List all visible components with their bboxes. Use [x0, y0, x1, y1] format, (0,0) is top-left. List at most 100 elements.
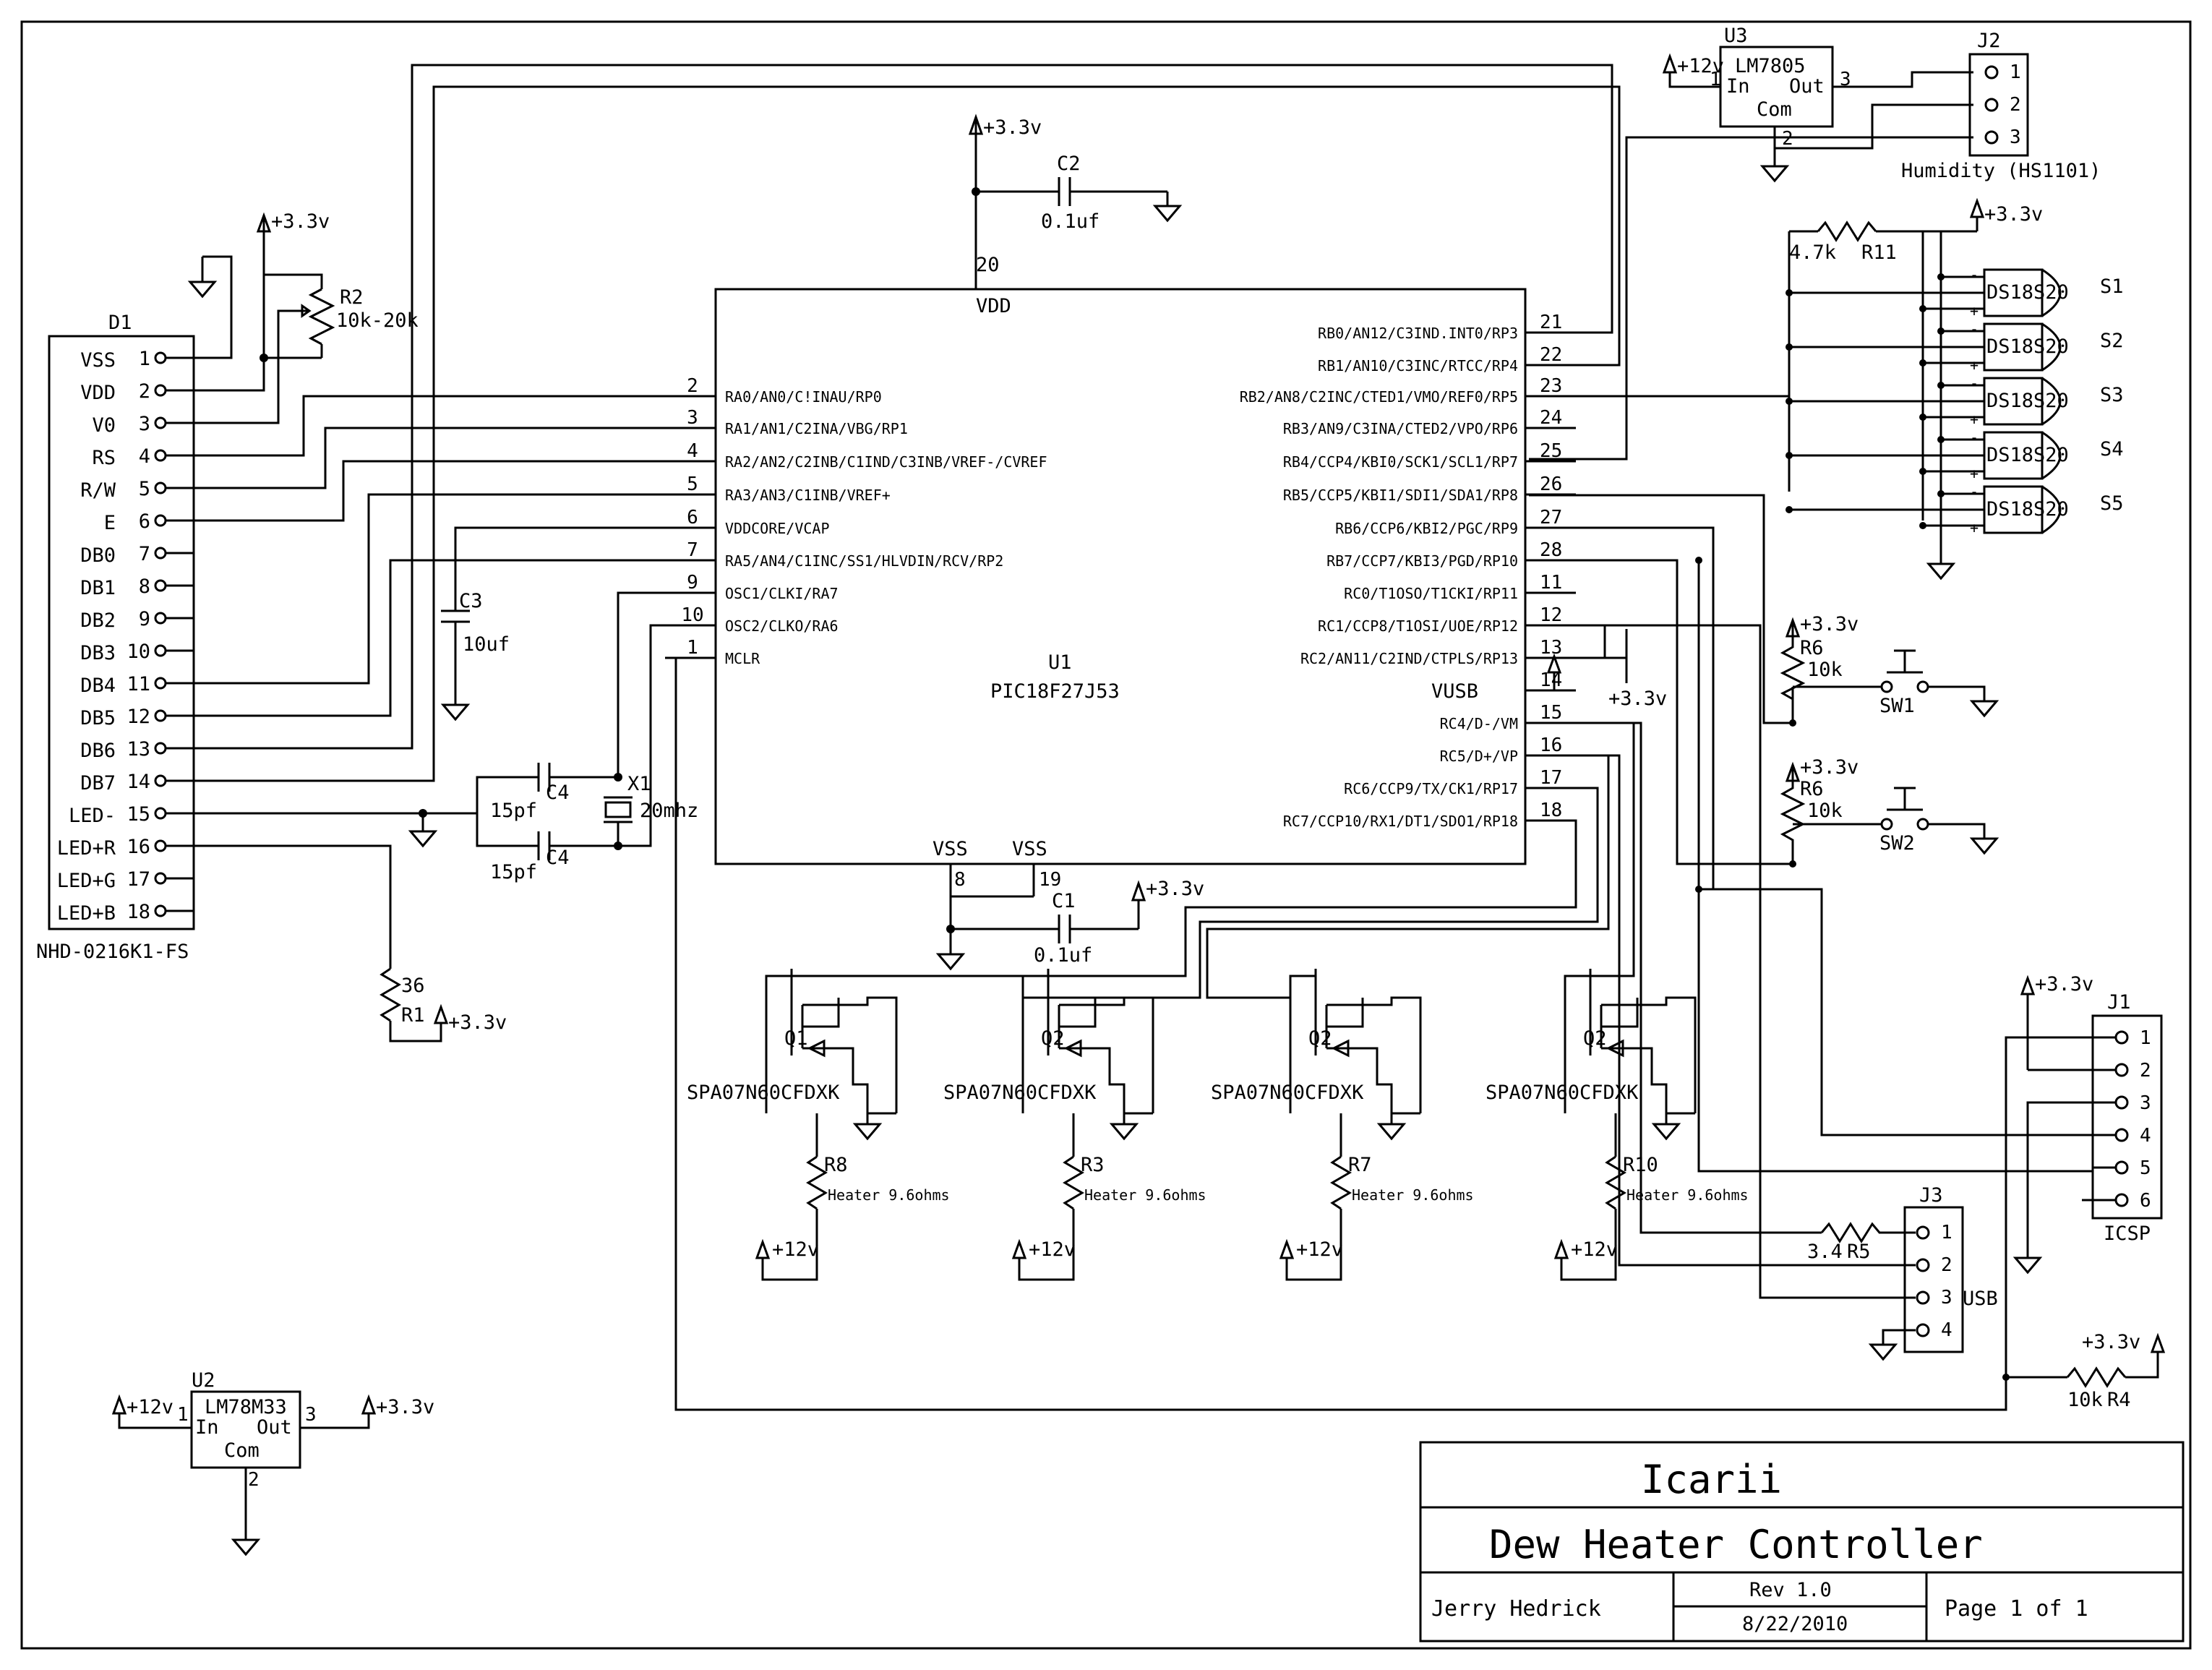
r5-value: 3.4 [1807, 1241, 1843, 1263]
sensor-part: DS18S20 [1986, 281, 2069, 304]
u1-pin-name: RB2/AN8/C2INC/CTED1/VMO/REF0/RP5 [1240, 388, 1518, 406]
d1-pin-num: 7 [139, 543, 150, 565]
u1-vss-pin-8: 8 [954, 869, 966, 891]
u1-pin-name: RC4/D-/VM [1440, 715, 1518, 732]
j3-ref: J3 [1919, 1184, 1943, 1207]
j3-pin3: 3 [1941, 1287, 1952, 1309]
tb-date: 8/22/2010 [1742, 1613, 1848, 1635]
u1-pin-num: 10 [681, 604, 703, 626]
sensor-minus: - [1970, 429, 1979, 446]
d1-pin-name: DB6 [80, 740, 116, 762]
lcd-wiring: +3.3v R2 10k-20k +3.3v 36 R1 [187, 64, 1621, 1042]
tb-page: Page 1 of 1 [1945, 1596, 2088, 1622]
u1-pin-name: RC0/T1OSO/T1CKI/RP11 [1344, 585, 1518, 602]
u1-pin-num: 21 [1540, 312, 1562, 333]
r6a-supply: +3.3v [1800, 613, 1859, 635]
u1-pin-num: 12 [1540, 604, 1562, 626]
u3-supply: +12v [1677, 55, 1724, 77]
d1-pin-name: DB3 [80, 642, 116, 664]
u1-pin-name: MCLR [725, 650, 760, 667]
r1-value: 36 [401, 975, 425, 997]
r4-supply: +3.3v [2082, 1331, 2140, 1353]
u1-pin-num: 18 [1540, 800, 1562, 821]
u1-pin-num: 22 [1540, 344, 1562, 366]
u1-vss-pin-19: 19 [1039, 869, 1061, 891]
u2-pin2: 2 [248, 1469, 260, 1491]
lcd-vdd-supply: +3.3v [271, 210, 330, 233]
d1-pin-name: E [104, 512, 116, 534]
u3-part: LM7805 [1735, 55, 1806, 77]
d1-pin-name: LED- [69, 805, 116, 827]
u2-com: Com [224, 1439, 260, 1462]
r4-value: 10k [2067, 1389, 2103, 1411]
j2-humidity: J2 Humidity (HS1101) 1 2 3 [1901, 30, 2101, 182]
j2-pin1: 1 [2010, 61, 2021, 83]
sensor-plus: + [1970, 411, 1979, 428]
sensor-part: DS18S20 [1986, 444, 2069, 466]
u1-pin-num: 28 [1540, 539, 1562, 561]
u1-pin-num: 1 [687, 637, 698, 659]
j3-pin1: 1 [1941, 1222, 1952, 1243]
u1-part: PIC18F27J53 [990, 680, 1120, 703]
c4b-ref: C4 [546, 847, 570, 869]
heater-value: Heater 9.6ohms [1084, 1186, 1206, 1204]
u1-vdd-label: VDD [976, 295, 1011, 317]
tb-title: Dew Heater Controller [1489, 1522, 1983, 1567]
u1-pin-name: RA5/AN4/C1INC/SS1/HLVDIN/RCV/RP2 [725, 552, 1003, 570]
r11-supply: +3.3v [1984, 203, 2043, 226]
u1-pin-name: RC6/CCP9/TX/CK1/RP17 [1344, 780, 1518, 797]
heater-supply: +12v [772, 1238, 819, 1261]
d1-pin-num: 4 [139, 445, 150, 468]
c4a-ref: C4 [546, 782, 570, 804]
mosfet-part: SPA07N60CFDXK [1486, 1082, 1639, 1104]
u1-pin-num: 5 [687, 474, 698, 495]
d1-pin-num: 18 [127, 901, 150, 923]
c3-vcap: C3 10uf [440, 526, 712, 721]
d1-pin-num: 6 [139, 510, 150, 533]
heater-value: Heater 9.6ohms [1352, 1186, 1474, 1204]
u3-regulator: U3 LM7805 In Out Com 1 2 3 +12v [1529, 25, 1973, 461]
sensor-part: DS18S20 [1986, 390, 2069, 412]
sensor-minus: - [1970, 266, 1979, 283]
sensor-ref: S5 [2100, 492, 2124, 515]
sensor-ref: S2 [2100, 330, 2124, 352]
sw1-ref: SW1 [1879, 695, 1915, 717]
c4b-value: 15pf [490, 861, 537, 883]
sensor-minus: - [1970, 320, 1979, 338]
u1-pin-num: 26 [1540, 474, 1562, 495]
d1-body [48, 335, 195, 930]
title-block: Icarii Dew Heater Controller Jerry Hedri… [1419, 1441, 2185, 1643]
u1-pin-name: RB4/CCP4/KBI0/SCK1/SCL1/RP7 [1283, 453, 1518, 471]
u2-in: In [195, 1416, 219, 1439]
j1-ref: J1 [2107, 991, 2131, 1014]
d1-pin-name: DB1 [80, 577, 116, 599]
r6a-ref: R6 [1800, 637, 1824, 659]
d1-pin-num: 13 [127, 738, 150, 761]
u1-pin-name: RA1/AN1/C2INA/VBG/RP1 [725, 420, 908, 437]
d1-pin-name: LED+B [57, 902, 116, 925]
sensor-ref: S1 [2100, 275, 2124, 298]
u3-com: Com [1757, 98, 1792, 121]
d1-pin-num: 17 [127, 868, 150, 891]
d1-pin-name: LED+R [57, 837, 116, 860]
u1-pin-name: RB1/AN10/C3INC/RTCC/RP4 [1318, 357, 1518, 374]
r2-ref: R2 [340, 286, 364, 309]
u2-regulator: U2 LM78M33 In Out Com 1 2 3 +12v +3.3v [111, 1369, 434, 1556]
crystal-x1: X1 20mhz C4 15pf C4 15pf [476, 591, 712, 883]
u2-out: Out [257, 1416, 292, 1439]
d1-pin-name: R/W [80, 479, 116, 502]
u1-body [714, 288, 1527, 865]
tb-project: Icarii [1641, 1457, 1782, 1502]
u1-pin-num: 17 [1540, 767, 1562, 789]
d1-pin-name: DB2 [80, 609, 116, 632]
u1-pin-name: RC2/AN11/C2IND/CTPLS/RP13 [1300, 650, 1518, 667]
sensor-ref: S4 [2100, 438, 2124, 461]
c1-decoupling: +3.3v C1 0.1uf [935, 878, 1204, 971]
u1-pin-num: 6 [687, 507, 698, 528]
